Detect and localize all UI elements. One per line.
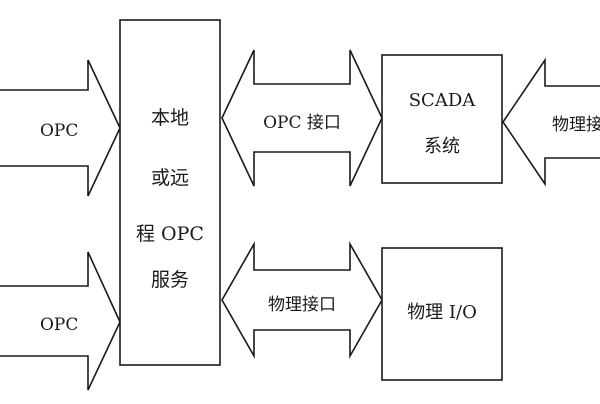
physical-interface-arrow-right <box>502 57 600 187</box>
physical-interface-label: 物理接口 <box>268 295 336 315</box>
scada-label-line-2: 系统 <box>424 136 460 157</box>
physical-io-box <box>381 247 503 381</box>
server-label-line-1: 本地 <box>151 107 189 129</box>
scada-box <box>381 54 503 184</box>
server-label-line-3: 程 OPC <box>136 223 204 245</box>
server-label-line-2: 或远 <box>151 167 189 189</box>
opc-top-label: OPC <box>40 121 78 141</box>
opc-arrow-bottom <box>0 251 121 391</box>
physical-interface-right-label: 物理接 <box>552 115 600 135</box>
opc-interface-label: OPC 接口 <box>263 113 341 133</box>
opc-arrow-top <box>0 59 121 197</box>
opc-server-box <box>119 19 221 366</box>
physical-io-label: 物理 I/O <box>407 302 477 323</box>
scada-label-line-1: SCADA <box>409 90 477 111</box>
opc-bottom-label: OPC <box>40 315 78 335</box>
server-label-line-4: 服务 <box>151 269 189 291</box>
